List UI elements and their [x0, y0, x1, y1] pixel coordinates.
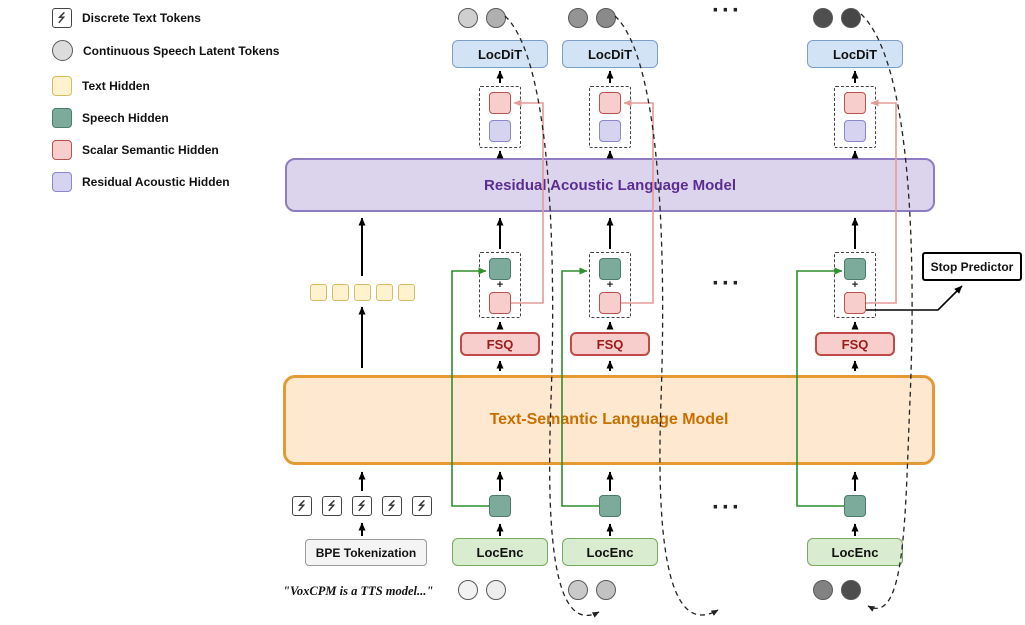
legend-item-residual-acoustic-hidden: Residual Acoustic Hidden	[52, 172, 230, 192]
speech-latent-circle	[568, 580, 588, 600]
speech-latent-circle	[813, 8, 833, 28]
fsq-box-3: FSQ	[815, 332, 895, 356]
speech-latent-circle	[841, 580, 861, 600]
residual-acoustic-token	[599, 120, 621, 142]
text-hidden-token	[354, 284, 371, 301]
legend-label: Text Hidden	[82, 79, 150, 93]
locdit-label: LocDiT	[832, 46, 878, 62]
legend-item-discrete-text-tokens: Discrete Text Tokens	[52, 8, 201, 28]
locdit-box-1: LocDiT	[452, 40, 548, 68]
discrete-text-token	[322, 496, 342, 516]
speech-latent-circle	[486, 580, 506, 600]
scalar-semantic-token	[844, 92, 866, 114]
discrete-text-token	[412, 496, 432, 516]
text-hidden-token	[376, 284, 393, 301]
speech-hidden-swatch	[52, 108, 72, 128]
stop-predictor-label: Stop Predictor	[930, 259, 1014, 274]
locenc-label: LocEnc	[831, 544, 879, 560]
plus-sign: +	[851, 279, 859, 291]
ellipsis-bottom: ···	[712, 494, 742, 521]
locdit-label: LocDiT	[587, 46, 633, 62]
speech-latent-circle	[596, 580, 616, 600]
ellipsis-middle: ···	[712, 270, 742, 297]
bpe-tokenization-box: BPE Tokenization	[305, 539, 427, 566]
speech-latent-circle	[813, 580, 833, 600]
plus-sign: +	[606, 279, 614, 291]
legend-label: Speech Hidden	[82, 111, 169, 125]
scalar-semantic-token	[599, 292, 621, 314]
discrete-token-icon	[52, 8, 72, 28]
residual-acoustic-swatch	[52, 172, 72, 192]
locdit-label: LocDiT	[477, 46, 523, 62]
text-hidden-token	[310, 284, 327, 301]
discrete-text-token	[352, 496, 372, 516]
locenc-box-2: LocEnc	[562, 538, 658, 566]
legend-label: Scalar Semantic Hidden	[82, 143, 219, 157]
locenc-box-1: LocEnc	[452, 538, 548, 566]
legend-item-continuous-speech-latent-tokens: Continuous Speech Latent Tokens	[52, 40, 279, 61]
fsq-label: FSQ	[596, 336, 624, 352]
input-text-quote: "VoxCPM is a TTS model..."	[283, 584, 434, 598]
stop-predictor-connector	[866, 285, 963, 311]
speech-hidden-token	[599, 258, 621, 280]
speech-latent-circle-icon	[52, 40, 73, 61]
speech-hidden-token	[489, 495, 511, 517]
locdit-box-3: LocDiT	[807, 40, 903, 68]
text-hidden-swatch	[52, 76, 72, 96]
speech-latent-circle	[458, 580, 478, 600]
speech-hidden-token	[844, 495, 866, 517]
scalar-semantic-token	[844, 292, 866, 314]
legend-item-scalar-semantic-hidden: Scalar Semantic Hidden	[52, 140, 219, 160]
locenc-label: LocEnc	[586, 544, 634, 560]
bpe-tokenization-label: BPE Tokenization	[315, 545, 417, 560]
text-semantic-language-model-box: Text-Semantic Language Model	[283, 375, 935, 465]
scalar-semantic-token	[599, 92, 621, 114]
fsq-label: FSQ	[486, 336, 514, 352]
legend-label: Continuous Speech Latent Tokens	[83, 43, 280, 58]
text-semantic-language-model-label: Text-Semantic Language Model	[489, 411, 729, 428]
speech-hidden-token	[489, 258, 511, 280]
text-hidden-token	[332, 284, 349, 301]
text-hidden-token	[398, 284, 415, 301]
stop-predictor-box: Stop Predictor	[922, 252, 1022, 281]
speech-latent-circle	[841, 8, 861, 28]
legend-item-speech-hidden: Speech Hidden	[52, 108, 169, 128]
legend-label: Discrete Text Tokens	[82, 11, 201, 25]
plus-sign: +	[496, 279, 504, 291]
speech-latent-circle	[458, 8, 478, 28]
fsq-box-2: FSQ	[570, 332, 650, 356]
legend-label: Residual Acoustic Hidden	[82, 175, 230, 189]
locenc-label: LocEnc	[476, 544, 524, 560]
residual-acoustic-language-model-box: Residual Acoustic Language Model	[285, 158, 935, 212]
locenc-box-3: LocEnc	[807, 538, 903, 566]
ellipsis-top: ···	[712, 0, 742, 24]
speech-latent-circle	[568, 8, 588, 28]
speech-hidden-token	[844, 258, 866, 280]
scalar-semantic-token	[489, 292, 511, 314]
speech-latent-circle	[596, 8, 616, 28]
locdit-box-2: LocDiT	[562, 40, 658, 68]
residual-acoustic-language-model-label: Residual Acoustic Language Model	[484, 176, 736, 194]
legend-item-text-hidden: Text Hidden	[52, 76, 150, 96]
scalar-semantic-token	[489, 92, 511, 114]
discrete-text-token	[292, 496, 312, 516]
speech-hidden-token	[599, 495, 621, 517]
speech-latent-circle	[486, 8, 506, 28]
residual-acoustic-token	[844, 120, 866, 142]
discrete-text-token	[382, 496, 402, 516]
fsq-label: FSQ	[841, 336, 869, 352]
scalar-semantic-swatch	[52, 140, 72, 160]
residual-acoustic-token	[489, 120, 511, 142]
fsq-box-1: FSQ	[460, 332, 540, 356]
